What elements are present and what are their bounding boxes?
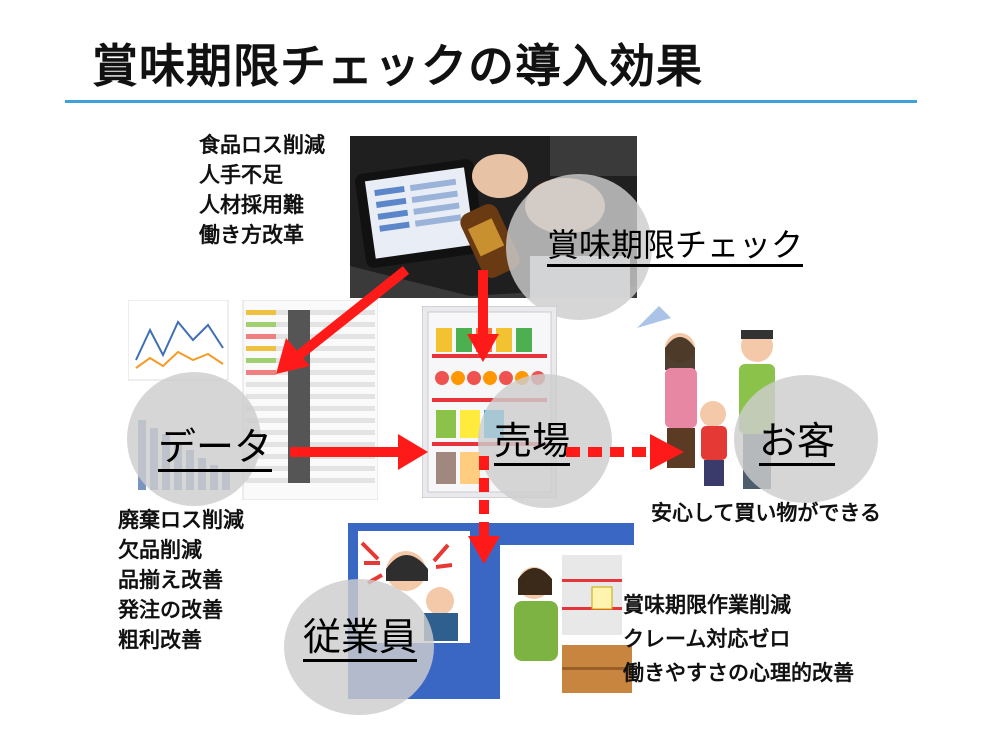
staff-effect-item: 賞味期限作業削減	[623, 593, 791, 617]
title-underline	[65, 100, 917, 103]
data-effect-item: 発注の改善	[118, 598, 223, 622]
arrow-store-to-staff	[468, 456, 500, 564]
data-effect-item: 品揃え改善	[118, 568, 223, 592]
top-issue-item: 働き方改革	[199, 223, 304, 247]
slide-title: 賞味期限チェックの導入効果	[92, 39, 703, 93]
arrow-check-to-store	[467, 270, 499, 362]
triangle-up-arrow-icon	[633, 304, 673, 330]
top-issue-item: 食品ロス削減	[199, 133, 325, 157]
store-node-label: 売場	[494, 410, 571, 466]
staff-node-label: 従業員	[303, 606, 418, 662]
customer-node-label: お客	[759, 410, 836, 466]
staff-effect-item: クレーム対応ゼロ	[623, 627, 791, 651]
data-node-label: データ	[158, 416, 273, 472]
check-node-circle	[506, 174, 652, 320]
top-issue-item: 人材採用難	[199, 193, 304, 217]
customer-effect-text: 安心して買い物ができる	[651, 501, 881, 525]
arrow-store-to-customer	[566, 434, 684, 470]
data-effect-item: 粗利改善	[118, 628, 202, 652]
check-node-text: 賞味期限チェック	[547, 226, 804, 267]
store-node-text: 売場	[494, 419, 571, 466]
check-node-label: 賞味期限チェック	[547, 220, 804, 267]
top-issue-item: 人手不足	[199, 163, 283, 187]
store-node-circle	[478, 374, 612, 508]
data-effect-item: 廃棄ロス削減	[118, 508, 244, 532]
data-node-text: データ	[158, 425, 273, 472]
staff-node-circle	[284, 579, 434, 715]
customer-node-text: お客	[759, 419, 836, 466]
data-node-circle	[127, 372, 261, 506]
arrow-data-to-store	[290, 434, 428, 470]
top-issues-list: 食品ロス削減 人手不足 人材採用難 働き方改革	[199, 130, 325, 250]
data-effects-list: 廃棄ロス削減 欠品削減 品揃え改善 発注の改善 粗利改善	[118, 505, 244, 655]
staff-effect-item: 働きやすさの心理的改善	[623, 661, 854, 685]
data-effect-item: 欠品削減	[118, 538, 202, 562]
staff-node-text: 従業員	[303, 615, 418, 662]
customer-node-circle	[734, 375, 878, 503]
arrow-check-to-data	[276, 266, 410, 374]
staff-effects-list: 賞味期限作業削減 クレーム対応ゼロ 働きやすさの心理的改善	[623, 588, 854, 690]
